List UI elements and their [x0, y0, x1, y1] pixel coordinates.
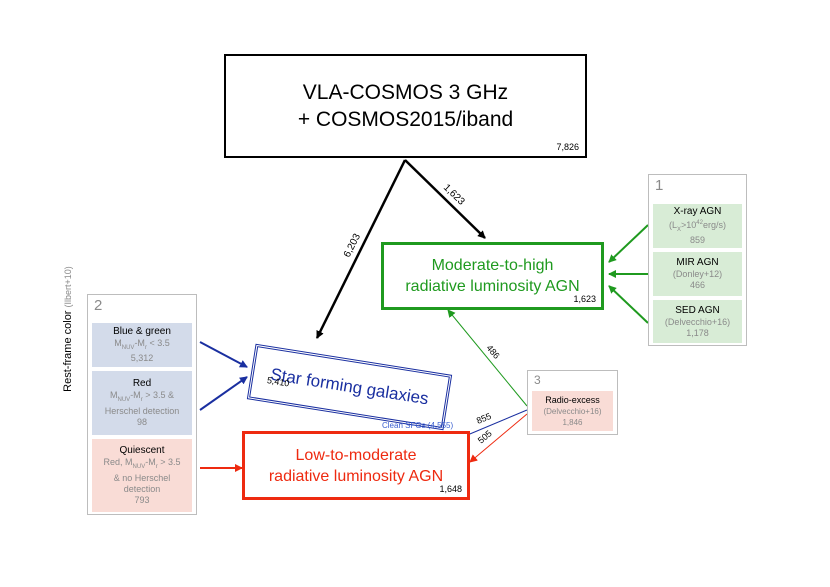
red-cell: Red MNUV-Mr > 3.5 & Herschel detection 9…	[92, 371, 192, 435]
sed-agn-count: 1,178	[686, 327, 709, 338]
mlagn-count: 1,623	[573, 294, 596, 304]
arrow-bluegreen-to-sfg	[199, 341, 248, 368]
mir-agn-title: MIR AGN	[676, 257, 719, 268]
mir-agn-cell: MIR AGN (Donley+12) 466	[653, 252, 742, 296]
red-title: Red	[132, 378, 152, 390]
sfg-clean-label: Clean SFGs (4,555)	[382, 421, 454, 430]
radio-excess-cell: Radio-excess (Delvecchio+16) 1,846	[532, 391, 613, 431]
blue-green-cell: Blue & green MNUV-Mr < 3.5 5,312	[92, 323, 192, 367]
mlagn-line1: Moderate-to-high	[431, 257, 554, 274]
quiescent-count: 793	[134, 494, 150, 505]
panel-2: 2 Blue & green MNUV-Mr < 3.5 5,312 Red M…	[87, 294, 197, 515]
red-criteria-line2: Herschel detection	[104, 405, 180, 416]
panel-2-number: 2	[94, 297, 103, 314]
arrow-xray-to-mlagn	[608, 224, 649, 263]
quiescent-cell: Quiescent Red, MNUV-Mr > 3.5 & no Hersch…	[92, 439, 192, 512]
arrow-main-to-mlagn	[404, 159, 486, 239]
mlagn-box: Moderate-to-high radiative luminosity AG…	[381, 242, 604, 310]
sfg-label: Star forming galaxies	[269, 364, 430, 409]
panel-1-number: 1	[655, 177, 664, 194]
xray-agn-count: 859	[689, 235, 706, 246]
arrow-sed-to-mlagn	[608, 285, 649, 324]
sed-agn-title: SED AGN	[675, 304, 720, 316]
label-radio-to-sfg: 855	[475, 411, 493, 426]
blue-green-title: Blue & green	[113, 325, 171, 337]
arrow-main-to-sfg	[315, 159, 407, 339]
hlagn-count: 1,648	[439, 484, 462, 494]
sed-agn-cell: SED AGN (Delvecchio+16) 1,178	[653, 300, 742, 343]
mir-agn-count: 466	[689, 280, 706, 290]
mlagn-line2: radiative luminosity AGN	[405, 278, 580, 295]
panel-2-side-label: Rest-frame color (Ilbert+10)	[62, 266, 74, 392]
main-box-line1: VLA-COSMOS 3 GHz	[302, 81, 509, 104]
label-main-to-sfg: 6,203	[342, 232, 363, 260]
arrow-radio-to-mlagn	[447, 309, 528, 407]
arrow-radio-to-hlagn	[469, 413, 528, 463]
hlagn-line2: radiative luminosity AGN	[268, 467, 444, 485]
main-box: VLA-COSMOS 3 GHz + COSMOS2015/iband 7,82…	[224, 54, 587, 158]
red-count: 98	[136, 416, 147, 427]
sed-agn-criteria: (Delvecchio+16)	[664, 316, 731, 327]
radio-excess-title: Radio-excess	[545, 395, 600, 405]
quiescent-title: Quiescent	[119, 445, 165, 457]
radio-excess-count: 1,846	[562, 418, 583, 427]
radio-excess-criteria: (Delvecchio+16)	[543, 407, 602, 416]
hlagn-box: Low-to-moderate radiative luminosity AGN…	[242, 431, 470, 500]
panel-1: 1 X-ray AGN (LX>1042erg/s) 859 MIR AGN (…	[648, 174, 747, 346]
red-criteria: MNUV-Mr > 3.5 &	[110, 390, 174, 403]
xray-agn-criteria: (LX>1042erg/s)	[668, 219, 726, 233]
blue-green-count: 5,312	[130, 353, 154, 364]
blue-green-criteria: MNUV-Mr < 3.5	[114, 337, 170, 351]
panel-3-number: 3	[534, 373, 541, 387]
quiescent-criteria-line2: & no Herschel	[113, 472, 171, 483]
panel-3: 3 Radio-excess (Delvecchio+16) 1,846	[527, 370, 618, 435]
label-main-to-mlagn: 1,623	[441, 182, 467, 208]
quiescent-criteria: Red, MNUV-Mr > 3.5	[103, 457, 181, 470]
mir-agn-criteria: (Donley+12)	[672, 269, 723, 279]
arrow-red-to-sfg	[199, 376, 248, 411]
xray-agn-cell: X-ray AGN (LX>1042erg/s) 859	[653, 204, 742, 248]
hlagn-line1: Low-to-moderate	[295, 446, 417, 464]
quiescent-criteria-line3: detection	[123, 483, 161, 494]
main-box-count: 7,826	[556, 142, 579, 152]
main-box-line2: + COSMOS2015/iband	[297, 108, 514, 131]
xray-agn-title: X-ray AGN	[673, 205, 722, 217]
